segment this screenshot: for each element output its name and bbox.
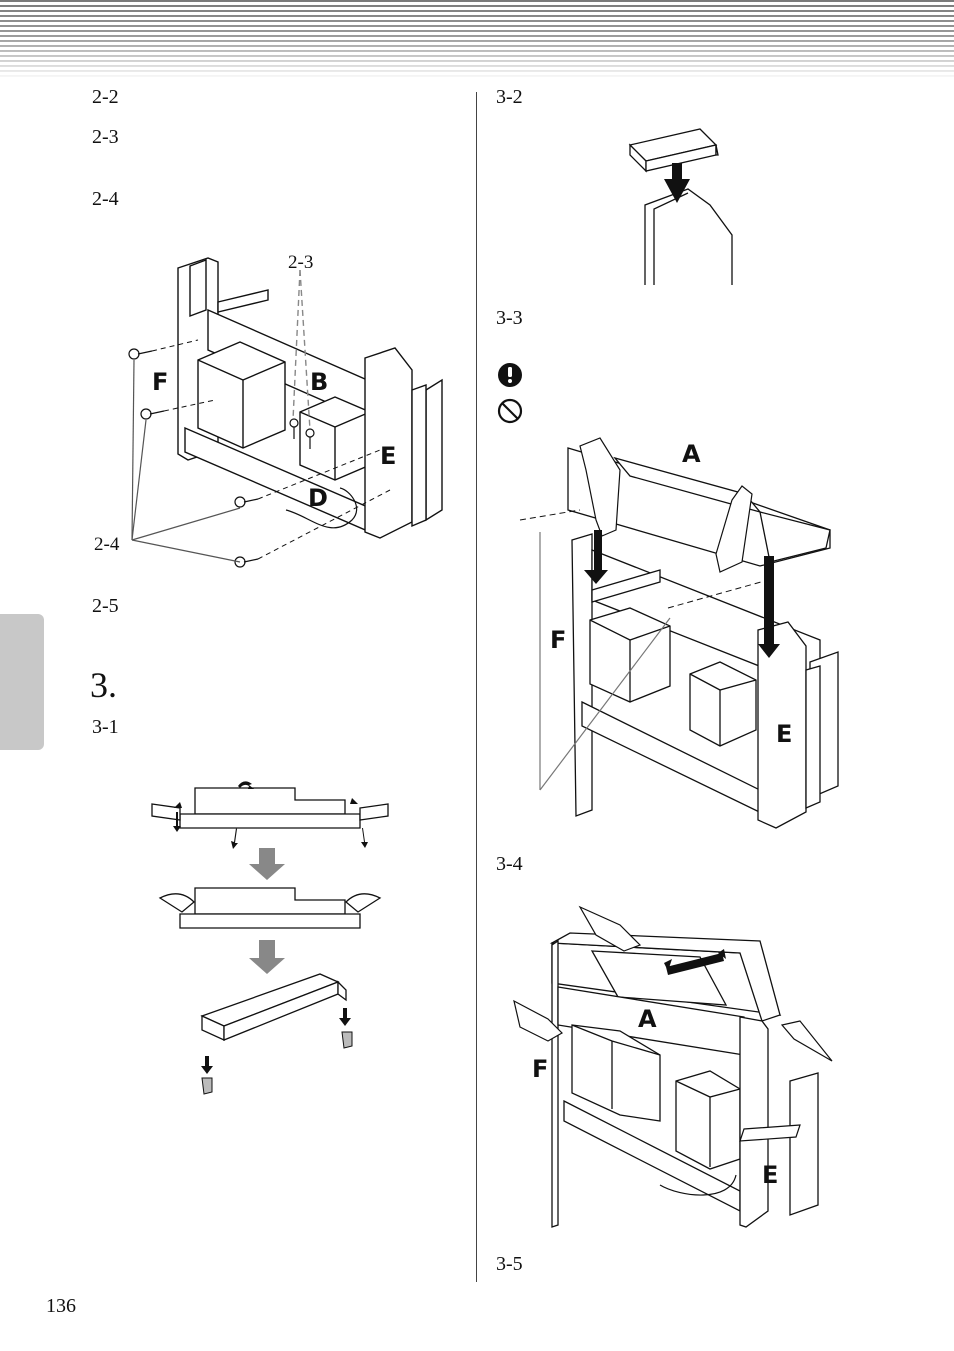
step-3-1: 3-1: [92, 716, 119, 738]
label-b: B: [310, 368, 328, 396]
figure-slide-unit: A F E: [513, 905, 833, 1228]
step-3-5: 3-5: [496, 1253, 523, 1275]
figure-cap-placement: [628, 128, 733, 285]
label-e: E: [380, 442, 396, 470]
label-f: F: [532, 1055, 548, 1083]
step-3-3: 3-3: [496, 307, 523, 329]
step-2-2: 2-2: [92, 86, 119, 108]
label-f: F: [550, 626, 566, 654]
step-3-2: 3-2: [496, 86, 523, 108]
page-number: 136: [46, 1295, 76, 1317]
label-a: A: [638, 1005, 657, 1033]
label-d: D: [308, 484, 328, 512]
figure-cap-removal: [151, 781, 389, 1095]
header-fade: [0, 0, 954, 80]
step-2-4: 2-4: [92, 188, 119, 210]
column-divider: [476, 92, 477, 1282]
callout-2-3: 2-3: [288, 252, 313, 273]
figure-frame-assembly: 2-3 2-4 F B E D: [94, 252, 443, 568]
step-2-3: 2-3: [92, 126, 119, 148]
label-f: F: [152, 368, 168, 396]
side-tab: [0, 614, 44, 750]
step-2-5: 2-5: [92, 595, 119, 617]
no-symbol-icon: [497, 398, 523, 424]
label-e: E: [776, 720, 792, 748]
step-3-4: 3-4: [496, 853, 523, 875]
exclamation-circle-icon: [498, 363, 522, 387]
section-heading: 3.: [90, 665, 117, 705]
label-e: E: [762, 1161, 778, 1189]
label-a: A: [682, 440, 701, 468]
callout-2-4: 2-4: [94, 534, 120, 555]
figure-main-unit-placement: A F E: [519, 437, 839, 829]
